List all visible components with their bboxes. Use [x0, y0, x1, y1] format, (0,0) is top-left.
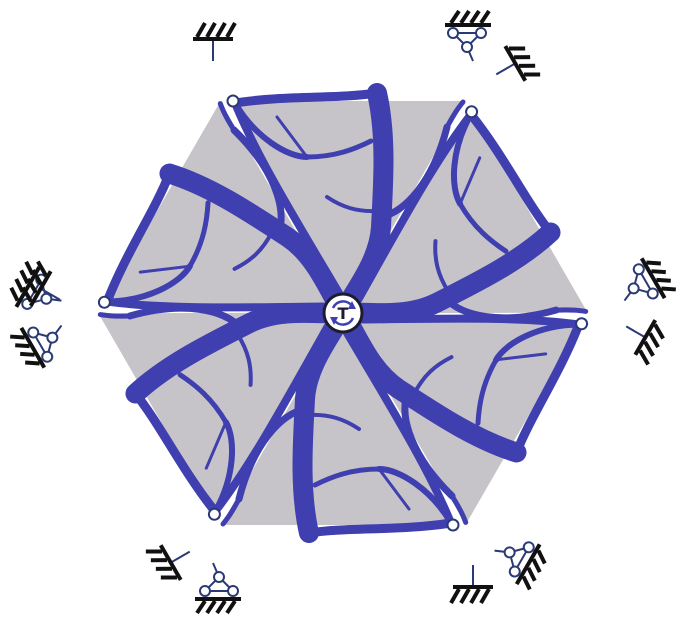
roller-support-top-right — [443, 9, 493, 63]
fixed-support-right — [613, 307, 672, 367]
roller-support-bottom-right — [483, 524, 554, 594]
roller-support-right — [608, 249, 679, 319]
hexagon-assembly: T — [2, 9, 679, 615]
torque-icon: T — [322, 292, 364, 334]
fixed-support-top-left — [191, 21, 237, 63]
roller-support-left — [7, 307, 78, 377]
torque-label: T — [338, 304, 349, 323]
roller-support-bottom-left — [193, 561, 243, 615]
fixed-support-top-right — [484, 36, 543, 96]
fixed-support-bottom-right — [449, 563, 495, 605]
fixed-support-bottom-left — [143, 530, 202, 590]
